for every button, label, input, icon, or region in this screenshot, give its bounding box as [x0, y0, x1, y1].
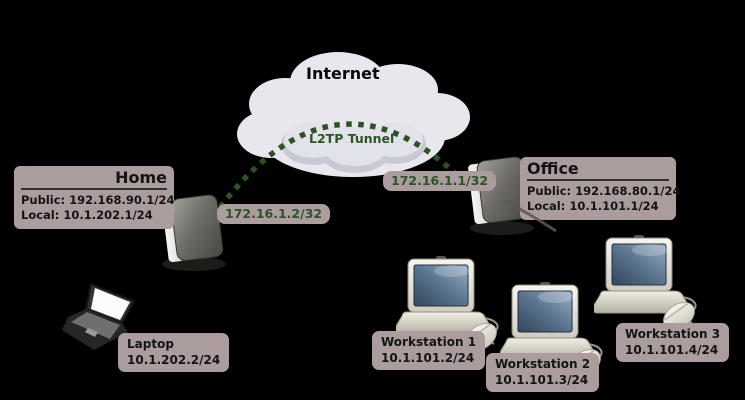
- laptop-ip: 10.1.202.2/24: [127, 352, 221, 367]
- workstation-3-icon: [594, 235, 697, 331]
- laptop-icon: [62, 282, 136, 350]
- home-title-rule: [21, 188, 167, 191]
- workstation-1-name: Workstation 1: [381, 335, 477, 349]
- workstation-1-icon: [396, 256, 499, 352]
- office-local-ip: Local: 10.1.101.1/24: [527, 199, 659, 214]
- office-tunnel-ip-tag: 172.16.1.1/32: [383, 171, 497, 192]
- laptop-label: Laptop 10.1.202.2/24: [118, 333, 230, 373]
- laptop-name: Laptop: [127, 337, 174, 351]
- workstation-3-name: Workstation 3: [625, 327, 721, 341]
- home-public-ip: Public: 192.168.90.1/24: [21, 193, 175, 208]
- home-router-icon: [162, 194, 226, 271]
- home-local-ip: Local: 10.1.202.1/24: [21, 208, 153, 223]
- office-title: Office: [527, 159, 579, 178]
- home-tunnel-ip-tag: 172.16.1.2/32: [217, 204, 331, 225]
- workstation-3-ip: 10.1.101.4/24: [625, 342, 719, 357]
- workstation-2-name: Workstation 2: [495, 357, 591, 371]
- workstation-2-ip: 10.1.101.3/24: [495, 372, 589, 387]
- office-site-box: Office Public: 192.168.80.1/24 Local: 10…: [520, 157, 681, 221]
- workstation-1-ip: 10.1.101.2/24: [381, 350, 475, 365]
- home-title: Home: [115, 168, 167, 187]
- workstation-3-label: Workstation 3 10.1.101.4/24: [616, 323, 730, 363]
- home-site-box: Home Public: 192.168.90.1/24 Local: 10.1…: [14, 166, 175, 230]
- l2tp-tunnel-label: L2TP Tunnel: [309, 131, 395, 146]
- workstation-1-label: Workstation 1 10.1.101.2/24: [372, 331, 486, 371]
- internet-label: Internet: [306, 64, 380, 83]
- office-title-rule: [527, 179, 669, 182]
- workstation-2-label: Workstation 2 10.1.101.3/24: [486, 353, 600, 393]
- office-public-ip: Public: 192.168.80.1/24: [527, 184, 681, 199]
